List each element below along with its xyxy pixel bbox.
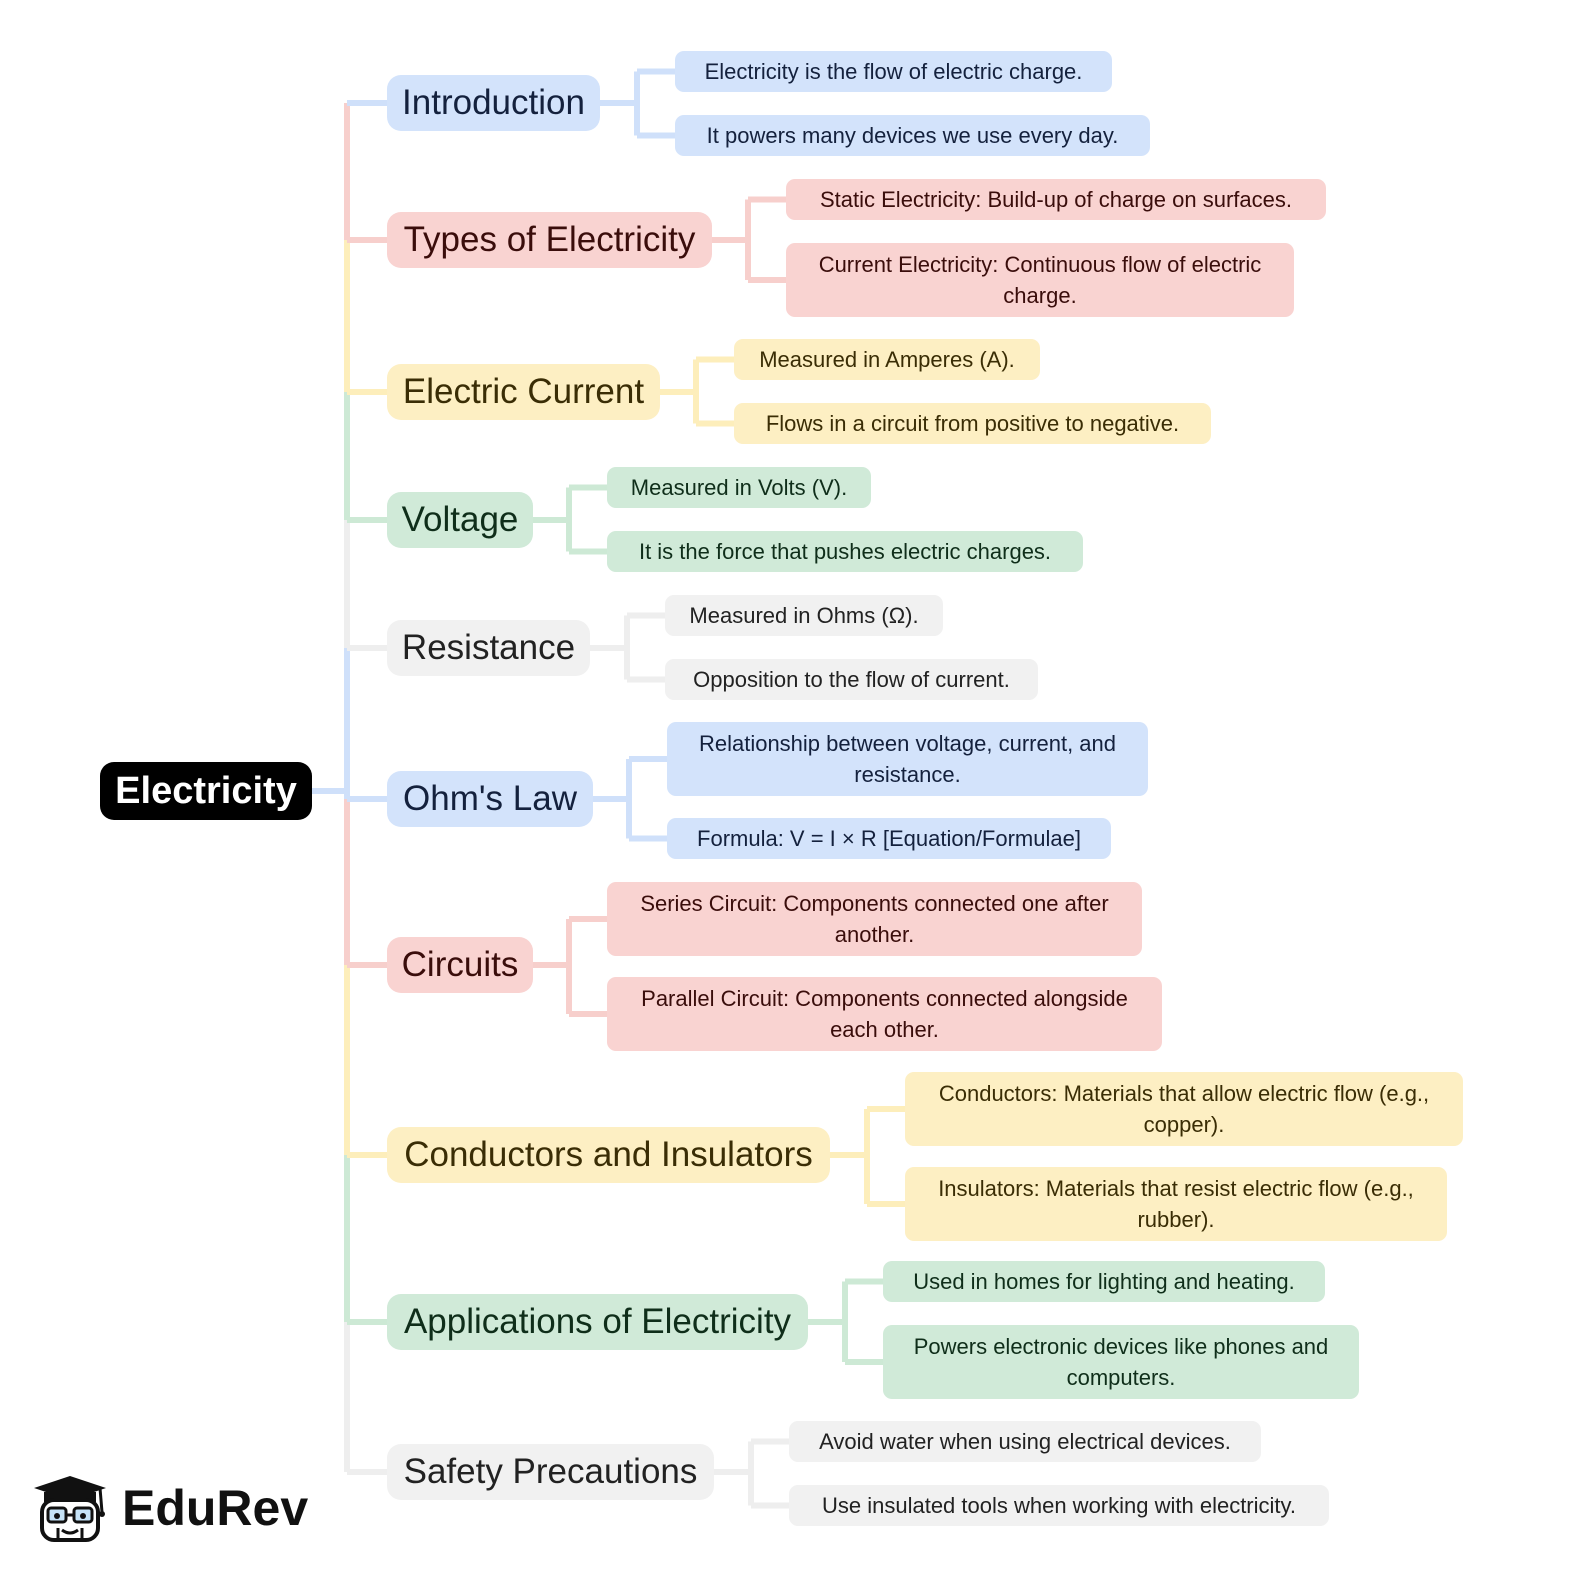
leaf-resistance-2: Opposition to the flow of current. [665,659,1038,700]
leaf-safety-precautions-2: Use insulated tools when working with el… [789,1485,1329,1526]
topic-node-voltage: Voltage [387,492,533,548]
topic-node-ohms-law: Ohm's Law [387,771,593,827]
topic-node-types-of-electricity: Types of Electricity [387,212,712,268]
root-node-electricity: Electricity [100,762,312,820]
leaf-conductors-and-insulators-2: Insulators: Materials that resist electr… [905,1167,1447,1241]
logo-text: EduRev [122,1480,309,1536]
topic-node-resistance: Resistance [387,620,590,676]
graduation-cap-mascot-icon [34,1476,106,1542]
leaf-voltage-1: Measured in Volts (V). [607,467,871,508]
leaf-types-of-electricity-2: Current Electricity: Continuous flow of … [786,243,1294,317]
leaf-introduction-1: Electricity is the flow of electric char… [675,51,1112,92]
topic-node-applications-of-electricity: Applications of Electricity [387,1294,808,1350]
leaf-types-of-electricity-1: Static Electricity: Build-up of charge o… [786,179,1326,220]
leaf-ohms-law-2: Formula: V = I × R [Equation/Formulae] [667,818,1111,859]
topic-node-introduction: Introduction [387,75,600,131]
edurev-logo: EduRev [30,1472,308,1544]
leaf-introduction-2: It powers many devices we use every day. [675,115,1150,156]
leaf-voltage-2: It is the force that pushes electric cha… [607,531,1083,572]
leaf-applications-of-electricity-2: Powers electronic devices like phones an… [883,1325,1359,1399]
topic-node-conductors-and-insulators: Conductors and Insulators [387,1127,830,1183]
topic-node-circuits: Circuits [387,937,533,993]
leaf-safety-precautions-1: Avoid water when using electrical device… [789,1421,1261,1462]
topic-node-safety-precautions: Safety Precautions [387,1444,714,1500]
leaf-ohms-law-1: Relationship between voltage, current, a… [667,722,1148,796]
leaf-resistance-1: Measured in Ohms (Ω). [665,595,943,636]
leaf-circuits-2: Parallel Circuit: Components connected a… [607,977,1162,1051]
leaf-electric-current-2: Flows in a circuit from positive to nega… [734,403,1211,444]
leaf-conductors-and-insulators-1: Conductors: Materials that allow electri… [905,1072,1463,1146]
topic-node-electric-current: Electric Current [387,364,660,420]
leaf-circuits-1: Series Circuit: Components connected one… [607,882,1142,956]
leaf-electric-current-1: Measured in Amperes (A). [734,339,1040,380]
leaf-applications-of-electricity-1: Used in homes for lighting and heating. [883,1261,1325,1302]
